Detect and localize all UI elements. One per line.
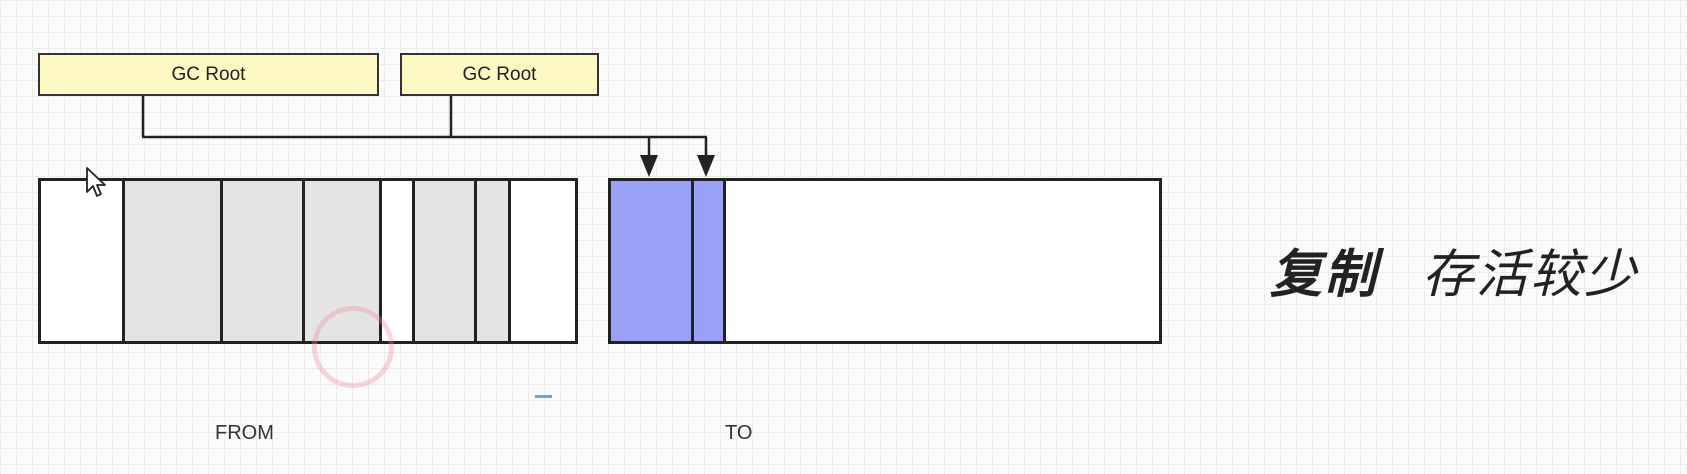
gc-root-box-2: GC Root [400,53,599,96]
from-divider [220,181,223,341]
from-divider [122,181,125,341]
gc-root-label-2: GC Root [462,63,537,85]
from-divider [508,181,511,341]
dash-mark [535,395,552,398]
from-divider [474,181,477,341]
to-divider [723,181,726,341]
from-label: FROM [215,422,274,444]
to-divider [691,181,694,341]
click-indicator-icon [312,306,394,388]
arrow-down-icon [697,155,715,177]
from-divider [379,181,382,341]
from-garbage-block-4 [413,181,475,341]
from-region [38,178,578,344]
from-garbage-block-2 [221,181,303,341]
gc-root-label-1: GC Root [171,63,246,85]
to-live-object-2 [692,181,724,341]
from-garbage-block-5 [475,181,509,341]
from-garbage-block-1 [123,181,221,341]
gc-root-box-1: GC Root [38,53,379,96]
slogan: 复制存活较少 [1270,232,1638,307]
mouse-pointer-icon [86,167,106,197]
to-label: TO [725,422,753,444]
arrow-down-icon [640,155,658,177]
to-region [608,178,1162,344]
slogan-algorithm: 复制 [1270,246,1379,304]
from-divider [302,181,305,341]
slogan-condition: 存活较少 [1422,246,1639,304]
from-divider [412,181,415,341]
to-live-object-1 [611,181,692,341]
